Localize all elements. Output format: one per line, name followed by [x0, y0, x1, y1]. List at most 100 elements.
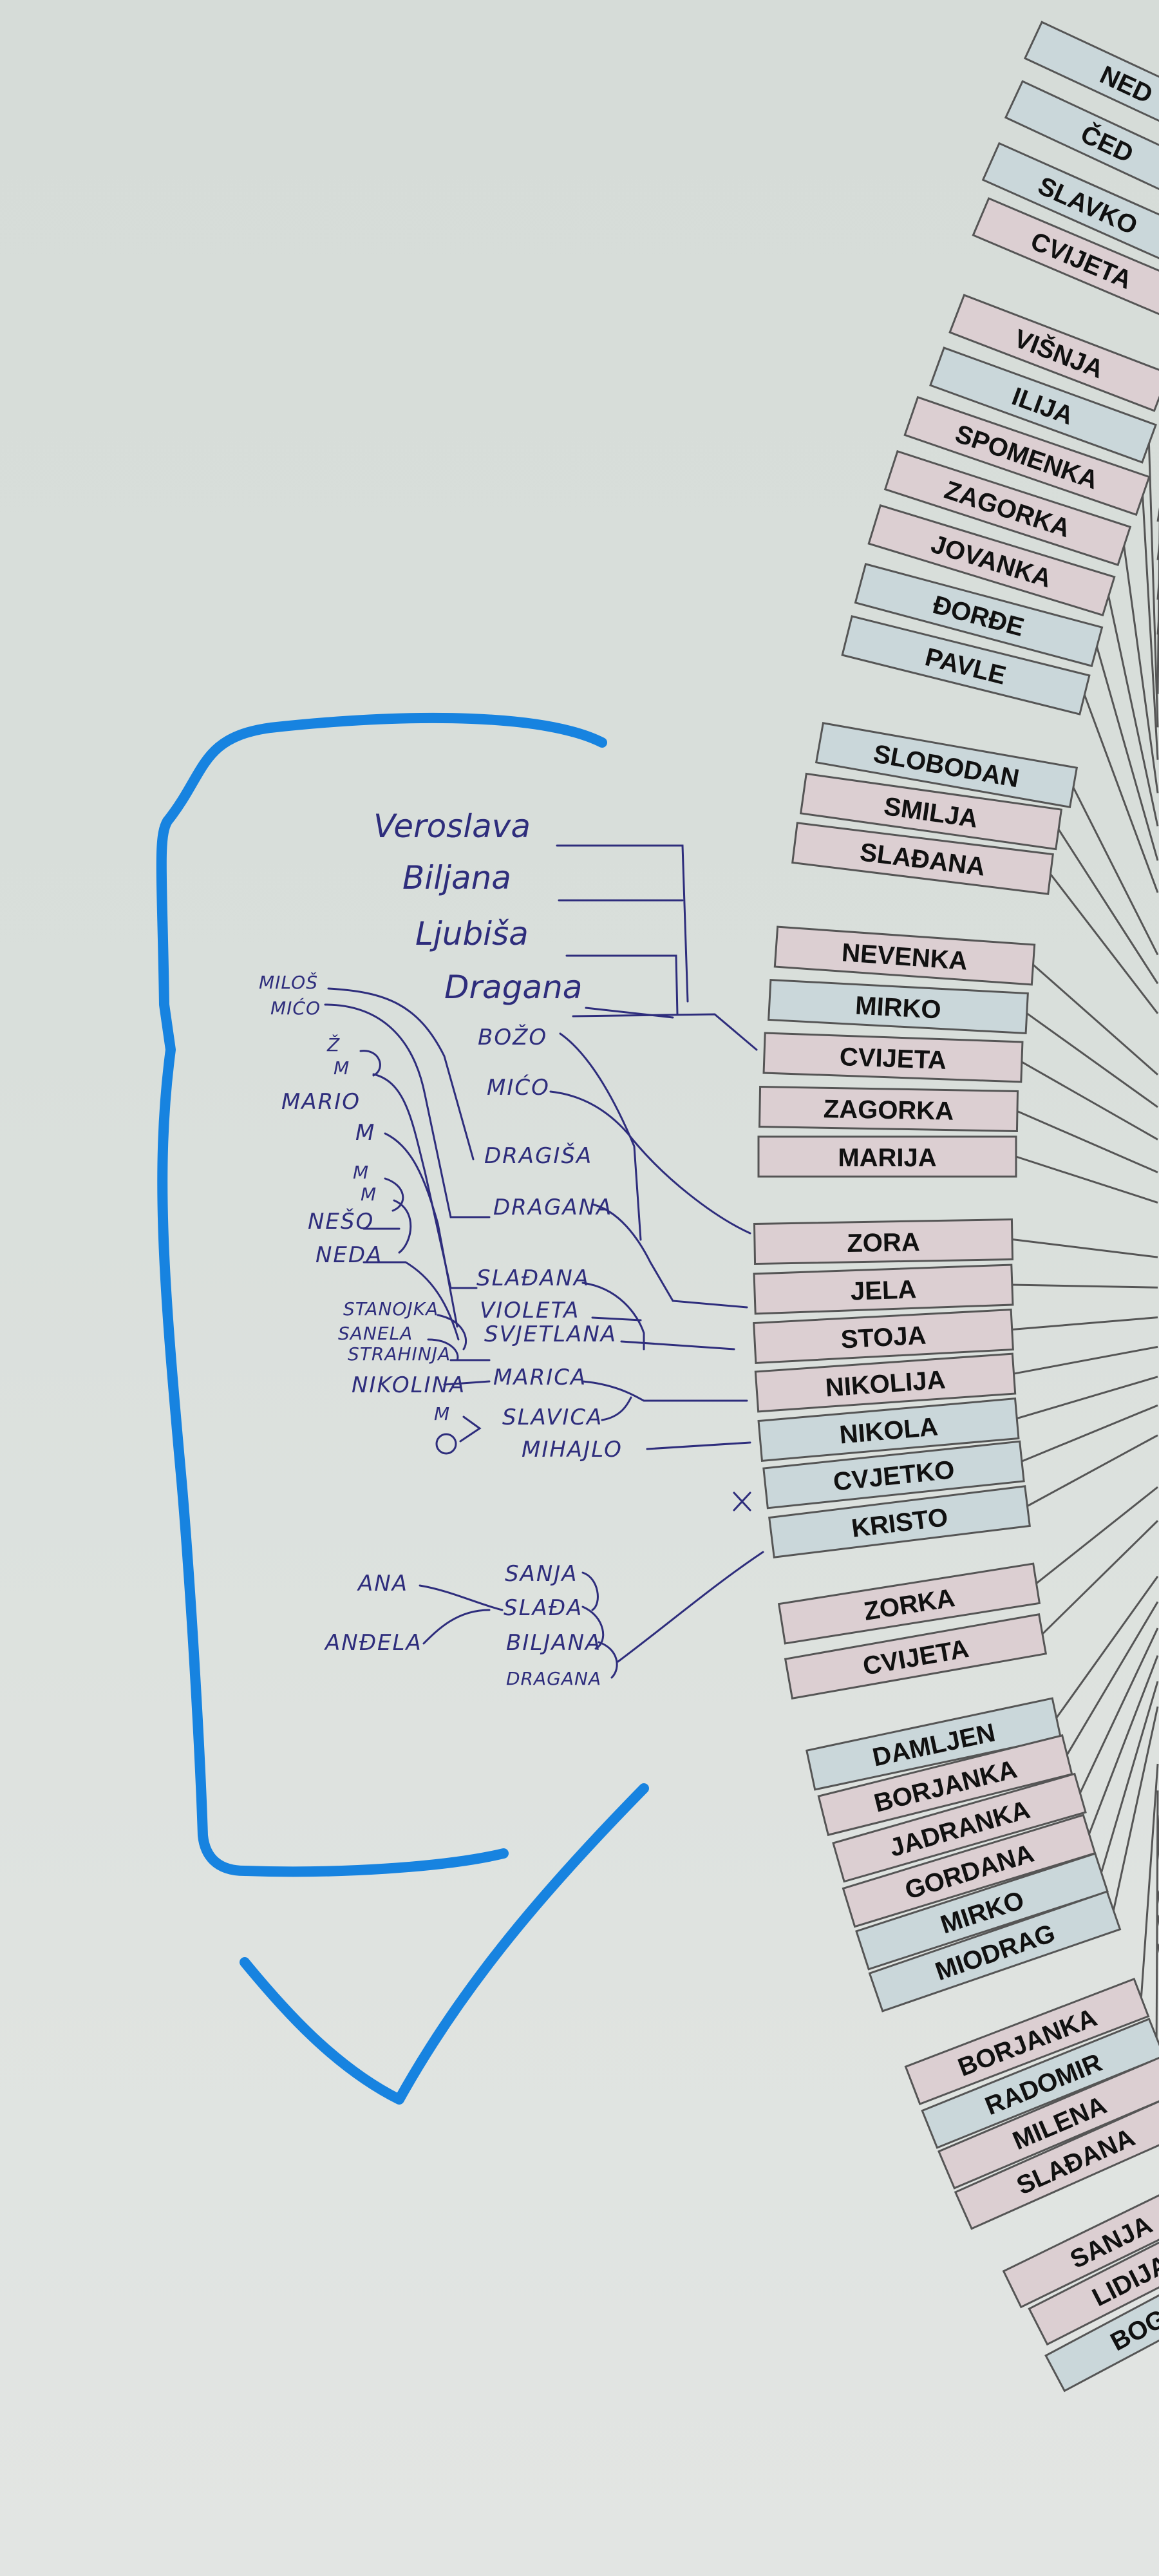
handwritten-names: VeroslavaBiljanaLjubišaDraganaMILOŠMIĆOB… — [259, 808, 623, 1689]
handwritten-name: ANĐELA — [324, 1630, 422, 1656]
handwritten-name: MILOŠ — [259, 971, 318, 993]
name-box-frame — [758, 1085, 1019, 1133]
connector-line — [1142, 495, 1159, 760]
handwritten-name: Dragana — [444, 969, 582, 1006]
name-box-label: ZAGORKA — [823, 1095, 954, 1126]
name-box: SLOBODAN — [815, 722, 1079, 808]
ink-line — [556, 844, 689, 1003]
connector-line — [1140, 1763, 1159, 1998]
name-box-frame — [773, 925, 1036, 986]
connector-line — [1079, 1627, 1159, 1794]
handwritten-name: Ž — [326, 1034, 340, 1056]
handwritten-name: SLAVICA — [502, 1405, 603, 1430]
handwritten-name: MARICA — [493, 1365, 587, 1390]
ink-line — [363, 1261, 460, 1341]
ink-line — [565, 954, 679, 1016]
handwritten-name: M — [353, 1162, 369, 1183]
name-box-frame — [867, 504, 1116, 617]
handwritten-name: MIHAJLO — [522, 1437, 623, 1463]
ink-x-mark — [733, 1492, 751, 1511]
ink-line — [549, 1090, 751, 1235]
handwritten-name: MIĆO — [487, 1074, 550, 1101]
name-box-frame — [815, 722, 1079, 808]
handwritten-name: SLAĐA — [504, 1595, 583, 1621]
connector-line — [1026, 1434, 1158, 1507]
ink-line — [646, 1441, 751, 1450]
name-box-frame — [754, 1352, 1017, 1413]
connector-line — [1156, 509, 1159, 694]
handwritten-name: MIĆO — [270, 997, 321, 1019]
name-box-frame — [762, 1440, 1025, 1510]
printed-connector-lines — [1012, 443, 1159, 2038]
name-box: SMILJA — [799, 772, 1063, 851]
ink-line — [617, 1551, 764, 1663]
name-box-frame — [753, 1308, 1014, 1365]
name-box-label: JELA — [850, 1275, 917, 1306]
handwritten-name: DRAGANA — [506, 1668, 601, 1689]
name-box: ZORA — [753, 1218, 1014, 1265]
handwritten-name: M — [361, 1184, 377, 1205]
ink-line — [437, 1314, 467, 1350]
connector-line — [1021, 1061, 1158, 1141]
ink-line — [598, 1641, 618, 1679]
connector-line — [1100, 1681, 1159, 1873]
connector-line — [1057, 829, 1159, 985]
name-box: SLAĐANA — [791, 822, 1054, 895]
connector-line — [1055, 1575, 1159, 1719]
ink-line — [359, 1050, 381, 1077]
name-box-label: MIRKO — [854, 992, 941, 1025]
name-box-frame — [972, 197, 1159, 322]
handwritten-name: SANJA — [505, 1561, 578, 1587]
name-box: NED — [1023, 21, 1159, 147]
name-box-frame — [777, 1562, 1041, 1645]
ink-connector-strokes — [324, 844, 764, 1679]
name-box-label: ZORA — [847, 1228, 920, 1258]
ink-line — [581, 1380, 748, 1402]
name-box-frame — [841, 615, 1091, 715]
name-box: LIDIJA — [1028, 2213, 1159, 2346]
name-box-frame — [883, 450, 1132, 567]
ink-line — [324, 1003, 491, 1218]
ink-line — [422, 1609, 491, 1645]
connector-line — [1041, 1520, 1159, 1635]
ink-line — [572, 1013, 758, 1051]
name-box: MIRKO — [768, 978, 1029, 1035]
connector-line — [1032, 963, 1158, 1075]
ink-circle — [435, 1433, 457, 1455]
handwritten-name: M — [334, 1057, 350, 1079]
ink-line — [327, 987, 475, 1160]
name-box-frame — [757, 1135, 1017, 1178]
name-box-label: STOJA — [840, 1321, 927, 1354]
name-box: NIKOLA — [757, 1397, 1020, 1462]
name-box-frame — [868, 1890, 1122, 2012]
name-box-frame — [929, 346, 1157, 464]
name-box-frame — [1002, 2174, 1159, 2309]
connector-line — [1112, 1706, 1159, 1911]
name-box-frame — [842, 1814, 1097, 1928]
connector-line — [1026, 1012, 1158, 1108]
ink-line — [419, 1584, 504, 1611]
name-box-frame — [948, 294, 1159, 412]
marker-annotations — [156, 712, 649, 2105]
name-box-frame — [784, 1613, 1048, 1700]
name-box-frame — [938, 2054, 1159, 2190]
ink-line — [393, 1199, 412, 1254]
handwritten-name: M — [355, 1120, 375, 1146]
connector-line — [1021, 1404, 1158, 1463]
connector-line — [1013, 1345, 1158, 1375]
connector-line — [1072, 787, 1159, 956]
connector-line — [1147, 443, 1159, 728]
handwritten-name: M — [434, 1403, 450, 1425]
handwritten-name: Ljubiša — [415, 915, 529, 952]
name-box: KRISTO — [768, 1485, 1031, 1558]
handwritten-name: NIKOLINA — [352, 1372, 466, 1398]
name-box-label: CVIJETA — [839, 1043, 947, 1075]
ink-line — [384, 1177, 404, 1212]
ink-line — [601, 1396, 632, 1421]
name-box: ZAGORKA — [758, 1085, 1019, 1133]
name-box: ZORKA — [777, 1562, 1041, 1645]
connector-line — [1096, 646, 1159, 861]
name-box: NEVENKA — [773, 925, 1036, 986]
ink-line — [581, 1571, 599, 1611]
name-box-frame — [903, 395, 1151, 516]
